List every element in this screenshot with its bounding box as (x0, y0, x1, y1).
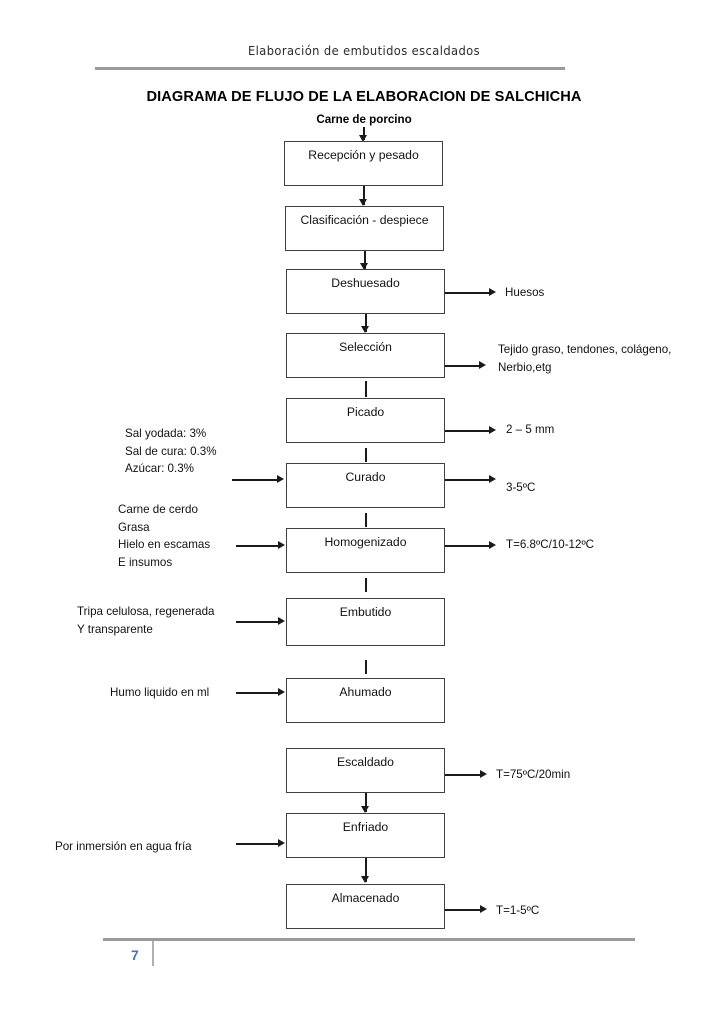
process-box-curado: Curado (286, 463, 445, 508)
output-label-particle-size: 2 – 5 mm (506, 423, 555, 436)
process-box-homogenizado: Homogenizado (286, 528, 445, 573)
connector-escaldado-to-enfriado (365, 793, 367, 812)
input-label-enfriado-method: Por inmersión en agua fría (55, 840, 192, 853)
arrowhead-ingredients-to-homogenizado (278, 541, 285, 549)
connector-seleccion-to-picado (365, 381, 367, 397)
arrowhead-escaldado-to-enfriado (361, 806, 369, 813)
connector-seleccion-to-tejido (445, 365, 482, 367)
connector-clasificacion-to-deshuesado (364, 251, 366, 269)
connector-homogenizado-to-embutido (365, 578, 367, 592)
connector-smoke-to-ahumado (236, 692, 281, 694)
connector-almacenado-to-temp (445, 909, 483, 911)
page-title: DIAGRAMA DE FLUJO DE LA ELABORACION DE S… (146, 89, 582, 105)
connector-input-to-recepcion (363, 127, 365, 140)
connector-curado-to-temp (445, 479, 492, 481)
connector-deshuesado-to-seleccion (365, 314, 367, 332)
flow-input-label: Carne de porcino (316, 113, 412, 126)
process-box-label: Escaldado (337, 755, 394, 769)
output-label-homogenizado-temp: T=6.8ºC/10-12ºC (506, 538, 595, 551)
output-label-curado-temp: 3-5ºC (506, 481, 536, 494)
connector-deshuesado-to-huesos (445, 292, 492, 294)
process-box-ahumado: Ahumado (286, 678, 445, 723)
arrowhead-curado-to-temp (489, 475, 496, 483)
process-box-label: Picado (346, 405, 385, 419)
process-box-label: Enfriado (342, 820, 389, 834)
input-label-curado-ingredients: Sal yodada: 3% Sal de cura: 0.3% Azúcar:… (125, 427, 217, 475)
connector-ingredients-to-curado (232, 479, 280, 481)
process-box-label: Embutido (339, 605, 392, 619)
footer-rule (103, 938, 635, 941)
process-box-deshuesado: Deshuesado (286, 269, 445, 314)
process-box-label: Almacenado (331, 891, 400, 905)
process-box-recepcion-y-pesado: Recepción y pesado (284, 141, 443, 186)
arrowhead-enfriado-to-almacenado (361, 876, 369, 883)
process-box-picado: Picado (286, 398, 445, 443)
input-label-homogenizado-ingredients: Carne de cerdo Grasa Hielo en escamas E … (118, 503, 211, 569)
arrowhead-ingredients-to-curado (277, 475, 284, 483)
connector-ingredients-to-homogenizado (236, 545, 281, 547)
input-label-embutido-casing: Tripa celulosa, regenerada Y transparent… (77, 605, 215, 636)
arrowhead-casing-to-embutido (278, 617, 285, 625)
input-label-ahumado-smoke: Humo liquido en ml (110, 686, 210, 699)
process-box-seleccion: Selección (286, 333, 445, 378)
arrowhead-homogenizado-to-temp (489, 541, 496, 549)
process-box-clasificacion-despiece: Clasificación - despiece (285, 206, 444, 251)
connector-enfriado-to-almacenado (365, 858, 367, 882)
page-number: 7 (131, 947, 139, 963)
output-label-escaldado-temp: T=75ºC/20min (496, 768, 571, 781)
connector-recepcion-to-clasificacion (363, 186, 365, 205)
connector-curado-to-homogenizado (365, 513, 367, 527)
arrowhead-picado-to-size (489, 426, 496, 434)
arrowhead-deshuesado-to-huesos (489, 288, 496, 296)
output-label-almacenado-temp: T=1-5ºC (496, 904, 540, 917)
process-box-label: Selección (339, 340, 392, 354)
arrowhead-escaldado-to-temp (480, 770, 487, 778)
connector-embutido-to-ahumado (365, 660, 367, 674)
connector-homogenizado-to-temp (445, 545, 492, 547)
process-box-label: Homogenizado (324, 535, 407, 549)
arrowhead-smoke-to-ahumado (278, 688, 285, 696)
process-box-enfriado: Enfriado (286, 813, 445, 858)
connector-picado-to-curado (365, 448, 367, 462)
output-label-huesos: Huesos (505, 286, 545, 299)
arrowhead-input-to-recepcion (359, 135, 367, 142)
arrowhead-clasificacion-to-deshuesado (360, 263, 368, 270)
process-box-label: Deshuesado (331, 276, 400, 290)
process-box-label: Clasificación - despiece (300, 213, 429, 227)
process-box-label: Curado (345, 470, 386, 484)
arrowhead-deshuesado-to-seleccion (361, 326, 369, 333)
arrowhead-almacenado-to-temp (480, 905, 487, 913)
header-rule (95, 67, 565, 70)
connector-escaldado-to-temp (445, 774, 483, 776)
connector-method-to-enfriado (236, 843, 281, 845)
footer-divider-bar (152, 941, 155, 966)
process-box-label: Ahumado (339, 685, 392, 699)
running-head: Elaboración de embutidos escaldados (247, 43, 480, 59)
process-box-label: Recepción y pesado (308, 148, 419, 162)
connector-picado-to-size (445, 430, 492, 432)
process-box-almacenado: Almacenado (286, 884, 445, 929)
process-box-embutido: Embutido (286, 598, 445, 646)
arrowhead-seleccion-to-tejido (479, 361, 486, 369)
output-label-tejido-graso: Tejido graso, tendones, colágeno, Nerbio… (498, 343, 672, 374)
arrowhead-recepcion-to-clasificacion (359, 199, 367, 206)
connector-casing-to-embutido (236, 621, 281, 623)
arrowhead-method-to-enfriado (278, 839, 285, 847)
process-box-escaldado: Escaldado (286, 748, 445, 793)
